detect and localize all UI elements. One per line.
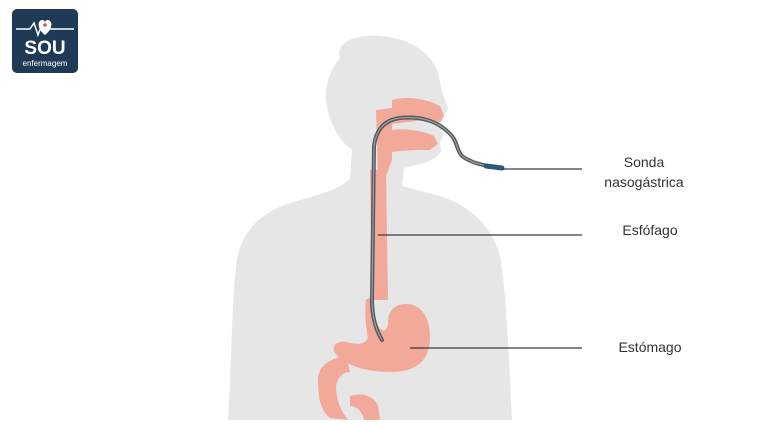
leader-lines bbox=[378, 168, 582, 349]
label-nasogastric-tube-line2: nasogástrica bbox=[604, 174, 684, 190]
intestine-lower bbox=[350, 394, 380, 420]
nasogastric-tube bbox=[370, 115, 505, 342]
pharynx bbox=[376, 108, 392, 176]
logo-main-text: SOU bbox=[24, 38, 66, 59]
heart-ecg-icon bbox=[16, 20, 74, 38]
body-silhouette bbox=[228, 35, 512, 420]
label-esophagus: Esfófago bbox=[622, 222, 678, 238]
sou-enfermagem-logo: SOU enfermagem bbox=[12, 9, 78, 73]
label-nasogastric-tube-line1: Sonda bbox=[623, 154, 665, 170]
intestine bbox=[318, 356, 350, 420]
label-stomach: Estómago bbox=[618, 339, 682, 355]
label-nasogastric-tube: Sonda nasogástrica bbox=[594, 152, 694, 192]
digestive-tract bbox=[318, 98, 444, 420]
stomach bbox=[333, 296, 430, 372]
oral-cavity bbox=[392, 129, 438, 152]
logo-sub-text: enfermagem bbox=[22, 59, 68, 68]
tube-tip bbox=[483, 163, 505, 171]
